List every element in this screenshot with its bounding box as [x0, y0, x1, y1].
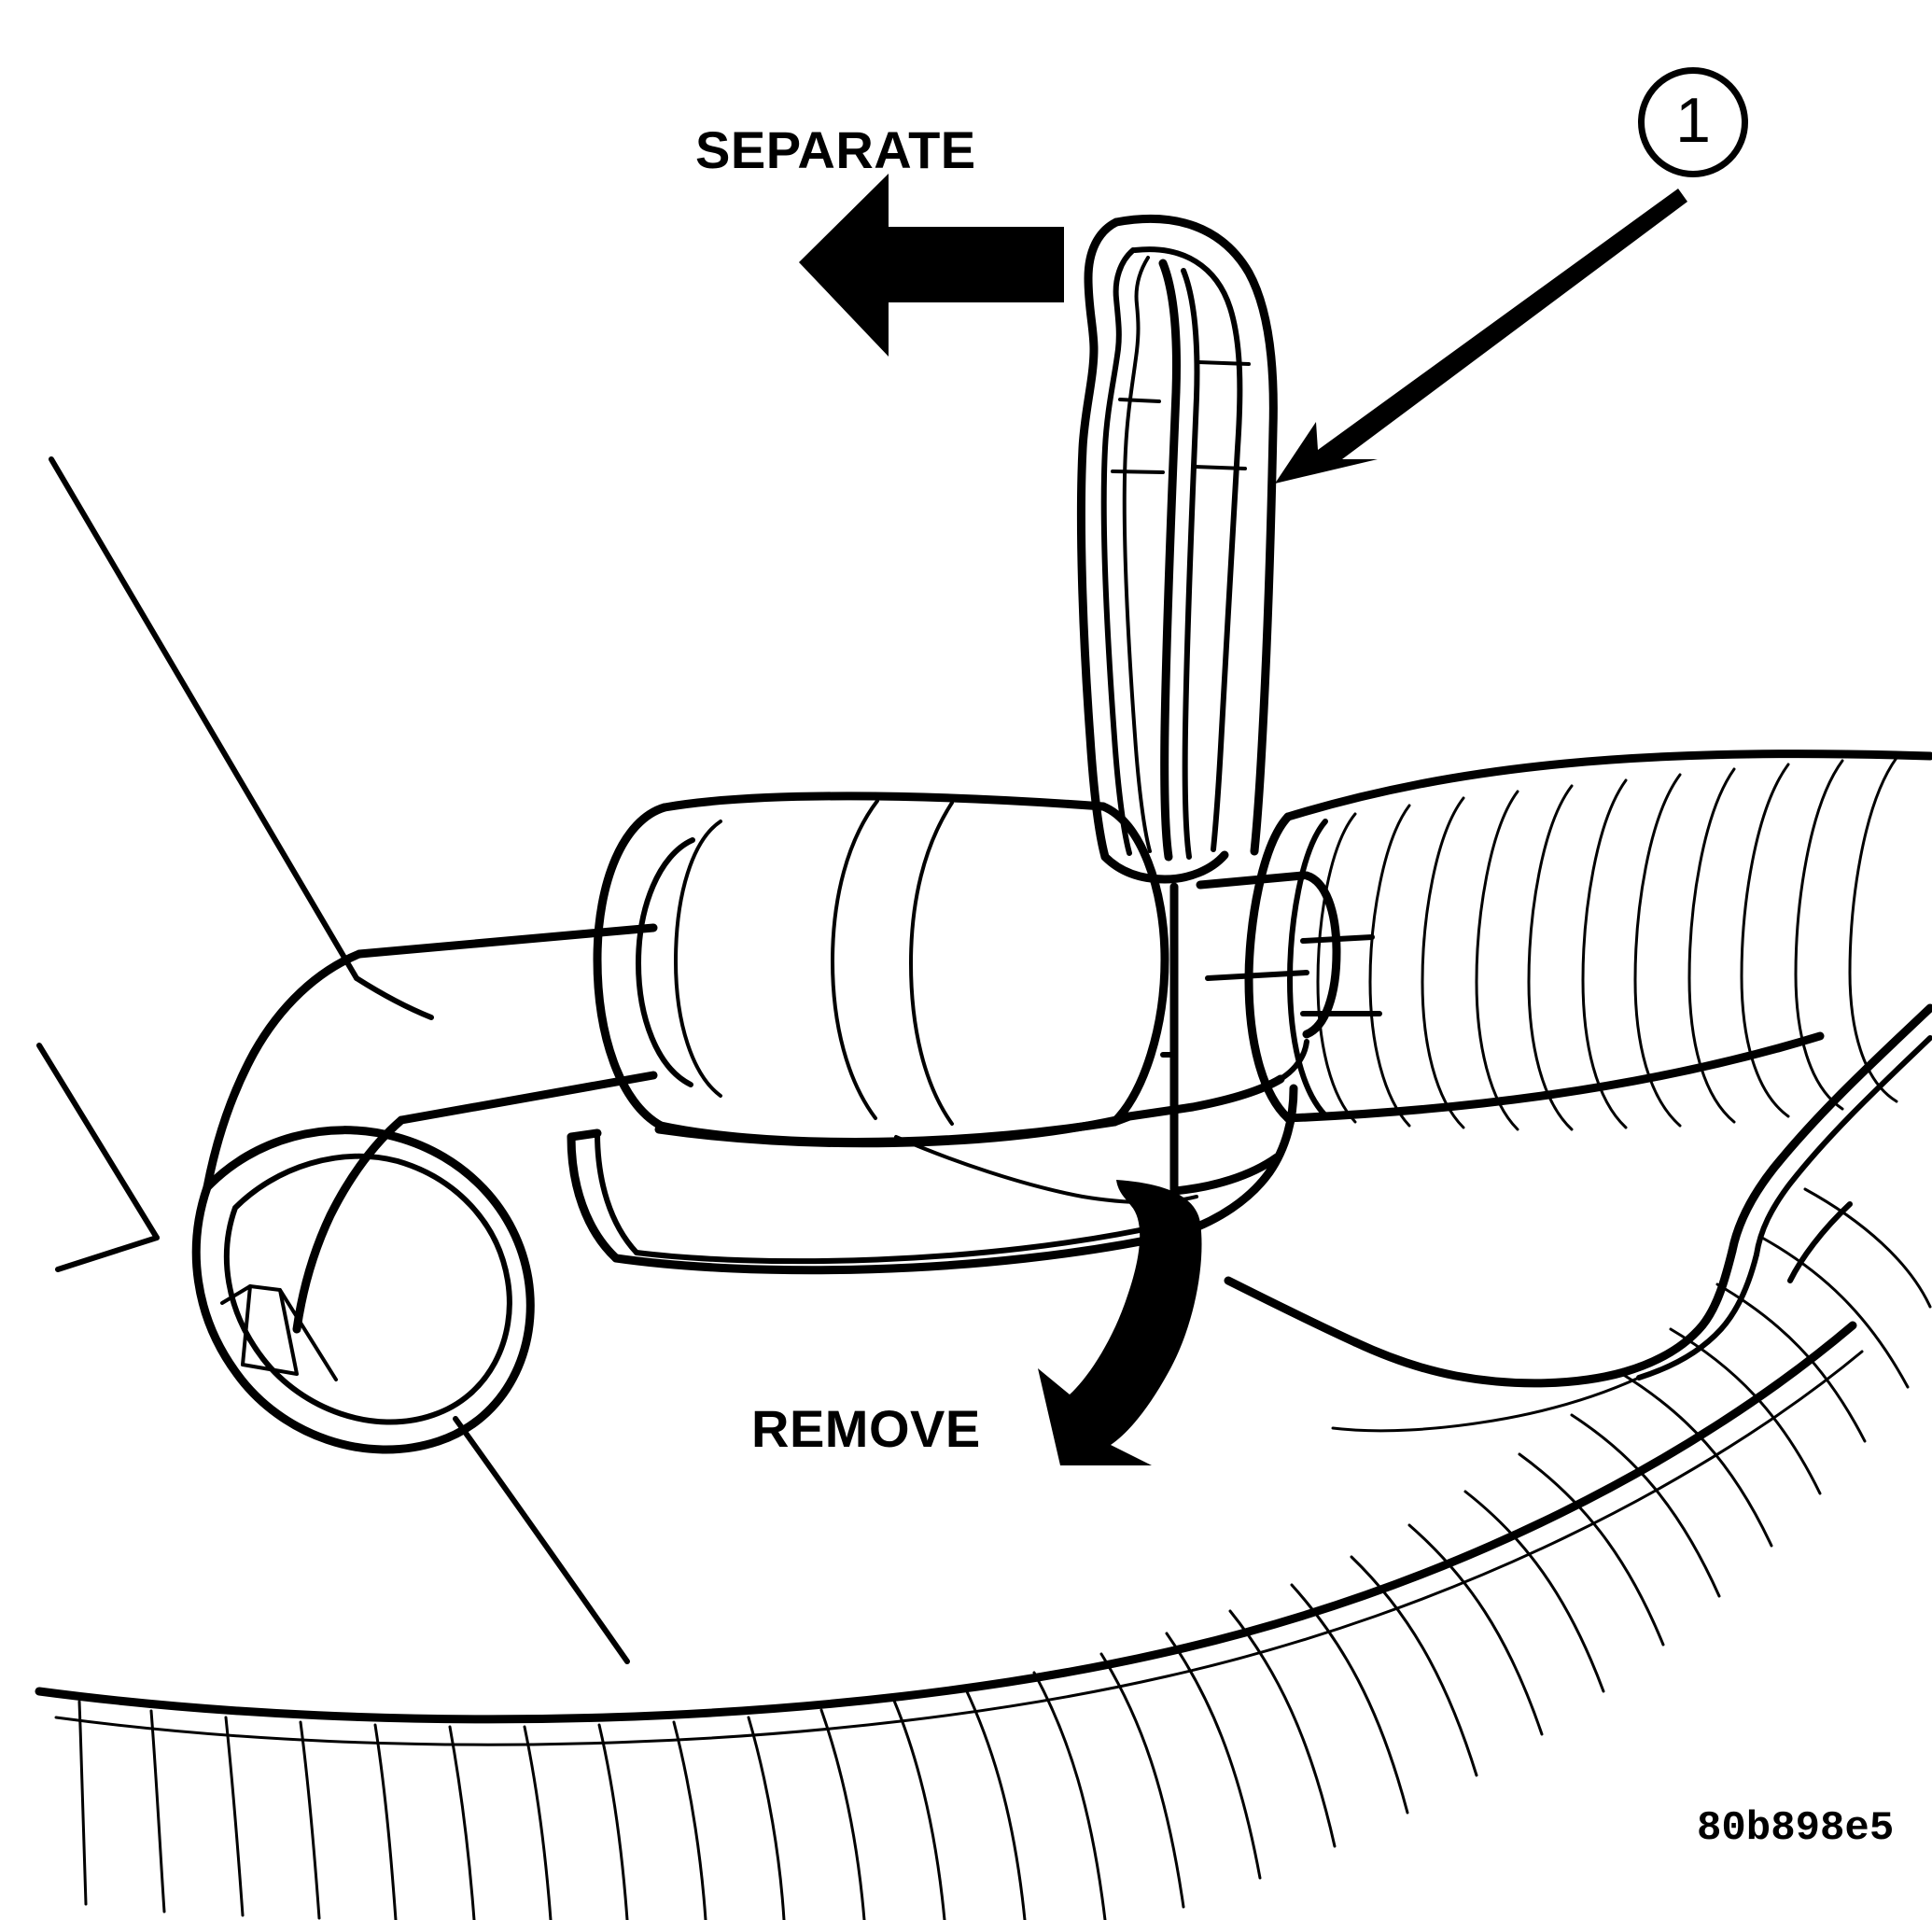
callout-leader-arrow	[1275, 189, 1687, 484]
callout-circle-icon	[1638, 67, 1748, 177]
corrugated-hose-upper	[1224, 750, 1932, 1433]
separate-arrow	[799, 174, 1064, 357]
callout-1[interactable]: 1	[1638, 67, 1748, 177]
image-id-label: 80b898e5	[1697, 1805, 1895, 1852]
quick-connect-coupler-body	[567, 792, 1382, 1275]
retainer-clip	[1076, 214, 1281, 1263]
callout-number-label: 1	[1675, 85, 1711, 156]
remove-label: REMOVE	[751, 1399, 981, 1458]
reference-line-left-short	[36, 1043, 160, 1272]
remove-arrow	[1038, 1180, 1202, 1465]
reference-line-lower-hose	[453, 1416, 630, 1664]
fuel-tube	[191, 923, 658, 1454]
reference-line-upper-left	[49, 456, 434, 1020]
corrugated-hose-lower	[35, 1187, 1932, 1920]
separate-label: SEPARATE	[695, 120, 976, 179]
